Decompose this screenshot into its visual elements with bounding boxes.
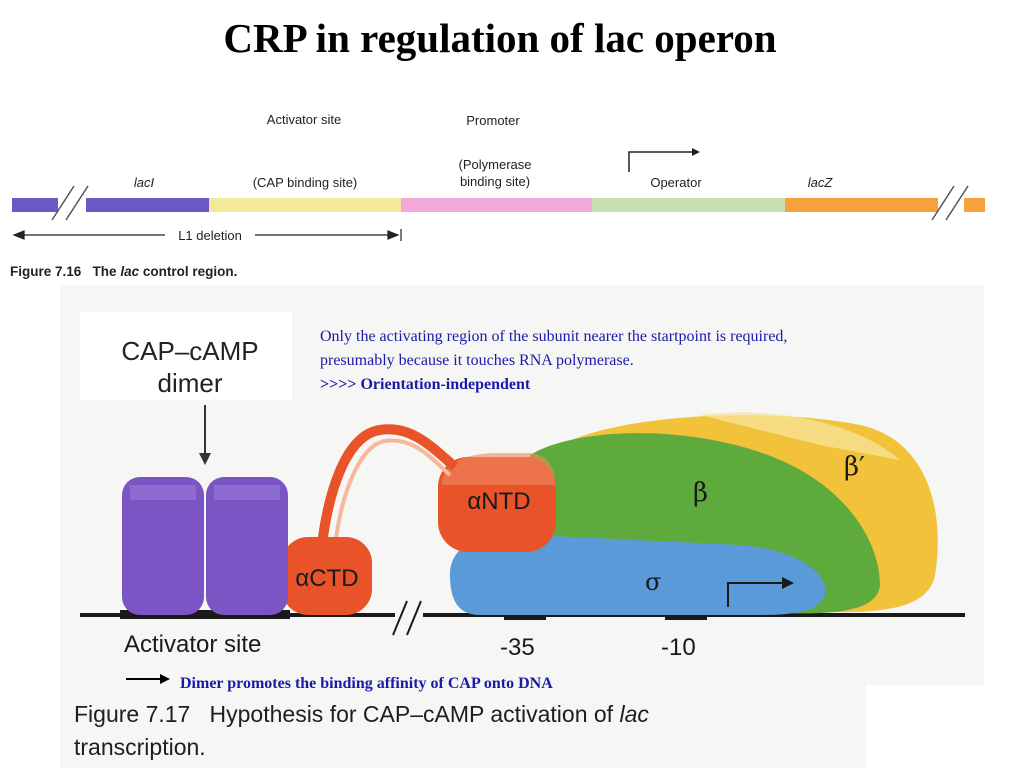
note-line-1: Only the activating region of the subuni… — [320, 328, 788, 345]
figure-7-17-text-italic: lac — [619, 701, 649, 727]
figure-7-17-caption: Figure 7.17 Hypothesis for CAP–cAMP acti… — [74, 698, 864, 764]
dna-break-mark — [392, 600, 408, 636]
segment-cap-site — [209, 198, 401, 212]
label-promoter: Promoter — [466, 113, 520, 128]
cap-camp-label-2: dimer — [157, 368, 223, 398]
alpha-linker — [317, 424, 459, 546]
activator-site-marker — [120, 610, 290, 619]
explanation-note: Only the activating region of the subuni… — [320, 325, 980, 397]
transcription-start-arrow — [628, 151, 692, 172]
figure-7-17-text-2: transcription. — [74, 734, 206, 760]
label-polymerase-binding-2: binding site) — [459, 174, 531, 189]
dimer-note: Dimer promotes the binding affinity of C… — [180, 675, 553, 692]
cap-camp-label-1: CAP–cAMP — [121, 336, 259, 366]
label-laci: lacI — [133, 175, 155, 190]
figure-7-16-text-1: The — [92, 264, 121, 279]
beta-label: β — [693, 478, 709, 508]
alpha-ctd-subunit — [282, 537, 372, 615]
segment-lacz — [785, 198, 985, 212]
segment-promoter — [401, 198, 592, 212]
figure-7-16-caption: Figure 7.16 The lac control region. — [10, 264, 237, 279]
activator-site-label: Activator site — [124, 631, 262, 658]
minus35-label: -35 — [500, 634, 535, 661]
cap-monomer-right — [206, 477, 288, 615]
label-cap-binding-site: (CAP binding site) — [252, 175, 358, 190]
segment-operator — [592, 198, 785, 212]
note-line-2: presumably because it touches RNA polyme… — [320, 352, 634, 369]
figure-7-16-text-italic: lac — [120, 264, 140, 279]
note-arrow-icon — [126, 674, 170, 684]
figure-7-17-text-1: Hypothesis for CAP–cAMP activation of — [209, 701, 620, 727]
beta-prime-label: β′ — [844, 452, 865, 482]
figure-7-17-diagram — [80, 405, 965, 636]
cap-label-box — [80, 312, 292, 400]
figure-7-16-text-2: control region. — [139, 264, 238, 279]
sigma-subunit — [450, 534, 826, 615]
note-line-3: >>>> Orientation-independent — [320, 376, 531, 393]
dna-break-mark-right — [931, 185, 969, 221]
sigma-label: σ — [645, 568, 662, 596]
figure-7-17-number: Figure 7.17 — [74, 701, 191, 727]
cap-monomer-left — [122, 477, 204, 615]
alpha-ctd-label: αCTD — [295, 565, 359, 592]
minus10-label: -10 — [661, 634, 696, 661]
label-operator: Operator — [650, 175, 702, 190]
label-activator-site: Activator site — [266, 112, 342, 127]
figure-7-16-number: Figure 7.16 — [10, 264, 82, 279]
l1-deletion-arrow — [12, 229, 402, 241]
figure-7-16-overlay — [12, 148, 969, 241]
label-polymerase-binding-1: (Polymerase — [458, 157, 532, 172]
alpha-ntd-label: αNTD — [467, 488, 531, 515]
transcription-arrow — [727, 582, 785, 607]
label-lacz: lacZ — [807, 175, 833, 190]
dna-break-mark-left — [51, 185, 89, 221]
label-l1-deletion: L1 deletion — [178, 228, 242, 243]
slide-title: CRP in regulation of lac operon — [223, 15, 777, 61]
figure-7-17-caption-area — [60, 683, 866, 768]
